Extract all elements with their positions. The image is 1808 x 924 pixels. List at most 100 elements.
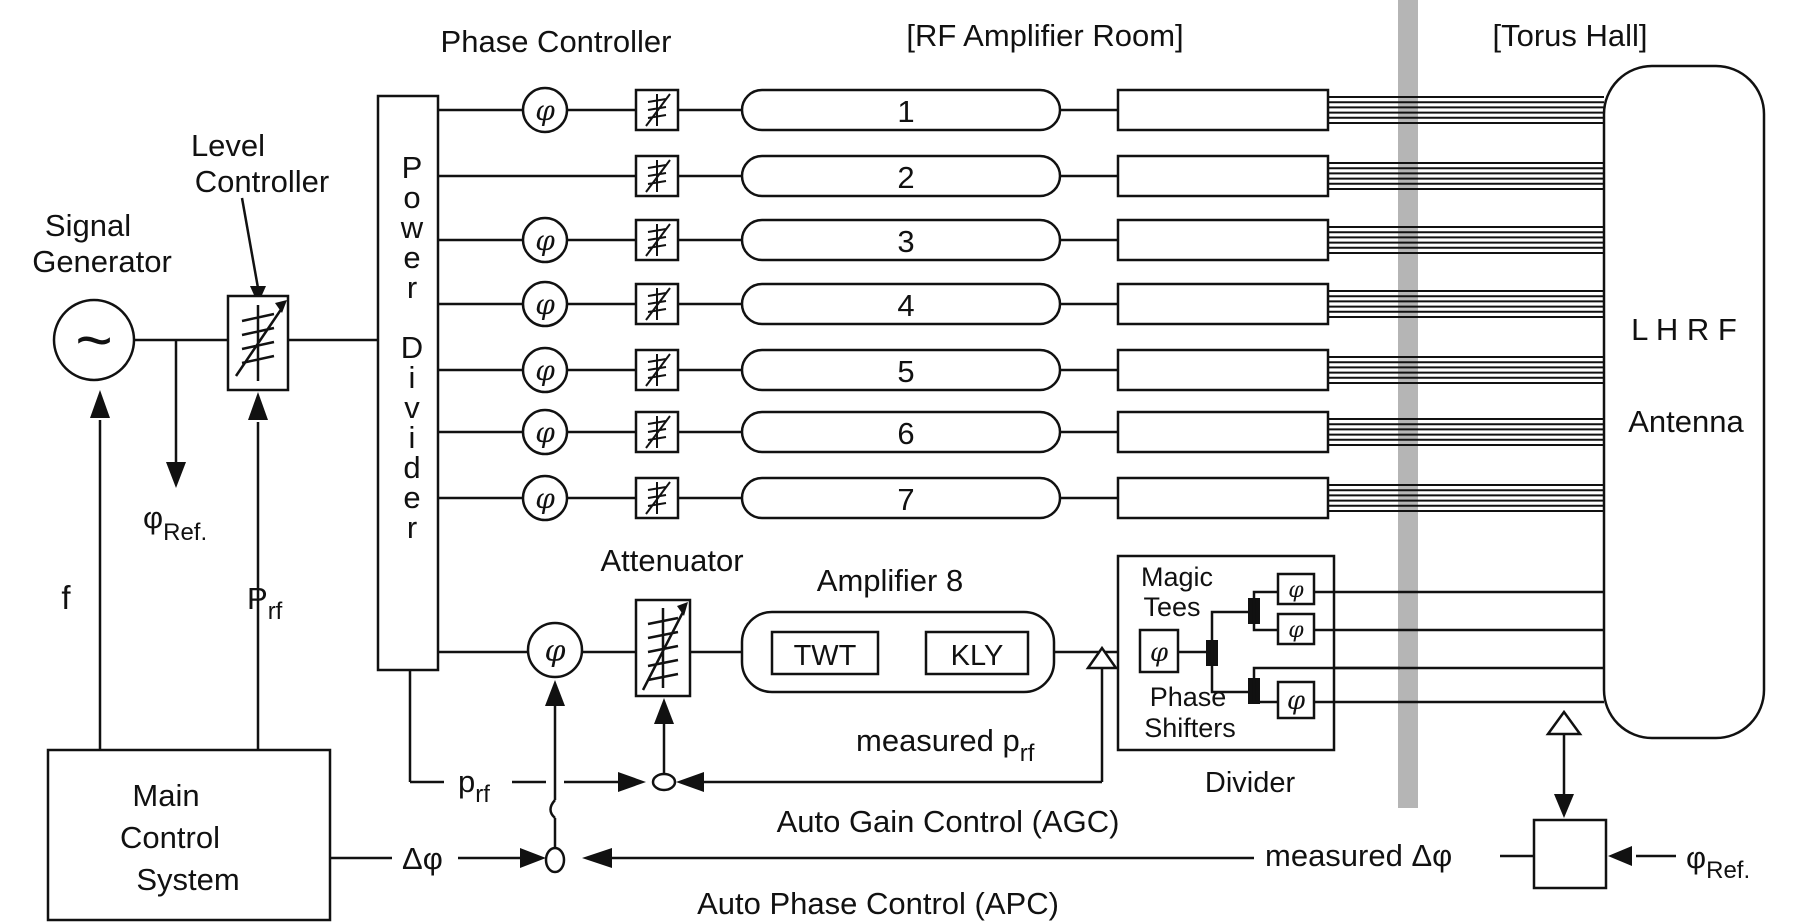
phase-controller-4 bbox=[521, 280, 569, 328]
arrow-head bbox=[90, 390, 110, 418]
phase-controller-label: Phase Controller bbox=[441, 24, 672, 59]
arrow-head bbox=[520, 848, 546, 868]
phase-controller-1 bbox=[521, 86, 569, 134]
attenuator-icon bbox=[645, 415, 671, 449]
attenuator-icon bbox=[645, 93, 671, 127]
agc-label: Auto Gain Control (AGC) bbox=[777, 804, 1120, 839]
amplifier-number: 1 bbox=[897, 94, 914, 129]
power-divider-letter: r bbox=[407, 270, 417, 305]
phi-symbol: φ bbox=[544, 634, 565, 669]
arrow-head bbox=[677, 602, 688, 616]
arrow-head bbox=[676, 772, 704, 792]
twt-box bbox=[770, 630, 880, 676]
main-control-label: Control bbox=[120, 820, 220, 855]
phi-symbol: φ bbox=[535, 224, 555, 257]
phase-sensor-triangle bbox=[1545, 709, 1583, 736]
power-divider-letter: r bbox=[407, 510, 417, 545]
level-controller-attenuator-icon bbox=[234, 305, 284, 381]
arrow-head bbox=[166, 462, 186, 488]
phase-controller-7 bbox=[521, 474, 569, 522]
phase-shifter-c bbox=[1276, 680, 1316, 720]
phase-shifters-label: Phase bbox=[1150, 682, 1227, 712]
power-divider-letter: e bbox=[403, 480, 420, 515]
attenuator-icon bbox=[645, 223, 671, 257]
prf-label: prf bbox=[458, 764, 490, 808]
amplifier-number: 3 bbox=[897, 224, 914, 259]
transmission-box-1 bbox=[1116, 88, 1330, 132]
antenna-label: L H R F bbox=[1631, 312, 1737, 347]
phi-symbol: φ bbox=[535, 482, 555, 515]
measured-prf-label: measured prf bbox=[856, 723, 1035, 767]
transmission-box-3 bbox=[1116, 218, 1330, 262]
power-divider-letter: e bbox=[403, 240, 420, 275]
amplifier-number: 5 bbox=[897, 354, 914, 389]
attenuator-label: Attenuator bbox=[600, 543, 743, 578]
phi-symbol: φ bbox=[1150, 638, 1169, 668]
signal-generator-label: Generator bbox=[32, 244, 172, 279]
phase-detector-box bbox=[1532, 818, 1608, 890]
power-divider-letter: i bbox=[409, 420, 416, 455]
attenuator-icon bbox=[645, 353, 671, 387]
phi-ref-label: φRef. bbox=[143, 500, 207, 546]
agc-summing-node bbox=[651, 772, 677, 792]
phi-ref-label: φRef. bbox=[1686, 840, 1750, 884]
phase-shifter-b bbox=[1276, 612, 1316, 646]
power-divider-letter: o bbox=[403, 180, 420, 215]
transmission-box-2 bbox=[1116, 154, 1330, 198]
f-label: f bbox=[61, 579, 71, 616]
apc-label: Auto Phase Control (APC) bbox=[697, 886, 1059, 921]
phase-controller-6 bbox=[521, 408, 569, 456]
phi-symbol: φ bbox=[1288, 578, 1304, 603]
amplifier-number: 7 bbox=[897, 482, 914, 517]
sine-wave-icon: ~ bbox=[75, 304, 112, 376]
arrow-head bbox=[582, 848, 612, 868]
level-controller-label: Controller bbox=[195, 164, 329, 199]
crossover-hop bbox=[549, 799, 556, 819]
main-control-system-box bbox=[46, 748, 332, 922]
main-control-label: Main bbox=[132, 778, 199, 813]
divider-tree bbox=[1210, 610, 1252, 694]
transmission-box-6 bbox=[1116, 410, 1330, 454]
phi-symbol: φ bbox=[1288, 618, 1304, 643]
main-control-label: System bbox=[136, 862, 239, 897]
lhrf-antenna-box bbox=[1602, 64, 1766, 740]
level-controller-label: Level bbox=[191, 128, 265, 163]
phi-symbol: φ bbox=[535, 288, 555, 321]
power-divider-letter: d bbox=[403, 450, 420, 485]
amplifier-number: 2 bbox=[897, 160, 914, 195]
divider-label: Divider bbox=[1205, 767, 1296, 799]
signal-generator-label: Signal bbox=[45, 208, 131, 243]
phase-controller-3 bbox=[521, 216, 569, 264]
power-divider-letter: P bbox=[402, 150, 423, 185]
attenuator-icon bbox=[641, 608, 686, 691]
transmission-box-4 bbox=[1116, 282, 1330, 326]
kly-box bbox=[924, 630, 1030, 676]
arrow-head bbox=[275, 300, 287, 313]
attenuator-icon bbox=[645, 481, 671, 515]
level-controller-pointer bbox=[240, 197, 260, 289]
kly-label: KLY bbox=[951, 640, 1004, 672]
delta-phi-label: Δφ bbox=[402, 841, 443, 876]
antenna-label: Antenna bbox=[1628, 404, 1744, 439]
phase-controller-8 bbox=[526, 621, 584, 679]
phase-shifters-label: Shifters bbox=[1144, 713, 1236, 743]
rf-amp-room-label: [RF Amplifier Room] bbox=[906, 18, 1183, 53]
magic-tees-label: Magic bbox=[1141, 562, 1213, 592]
apc-summing-node bbox=[544, 846, 566, 874]
arrow-head bbox=[545, 680, 565, 706]
arrow-head bbox=[1608, 846, 1632, 866]
amplifier-number: 6 bbox=[897, 416, 914, 451]
torus-hall-wall bbox=[1398, 0, 1418, 808]
power-divider-letter: D bbox=[401, 330, 423, 365]
phi-symbol: φ bbox=[535, 94, 555, 127]
phi-symbol: φ bbox=[535, 354, 555, 387]
transmission-box-5 bbox=[1116, 348, 1330, 392]
amplifier8-label: Amplifier 8 bbox=[817, 563, 963, 598]
arrow-head bbox=[654, 698, 674, 724]
twt-label: TWT bbox=[794, 640, 857, 672]
phase-shifter-a bbox=[1276, 572, 1316, 606]
divider-tree bbox=[1252, 590, 1400, 704]
measured-dphi-label: measured Δφ bbox=[1265, 838, 1452, 873]
